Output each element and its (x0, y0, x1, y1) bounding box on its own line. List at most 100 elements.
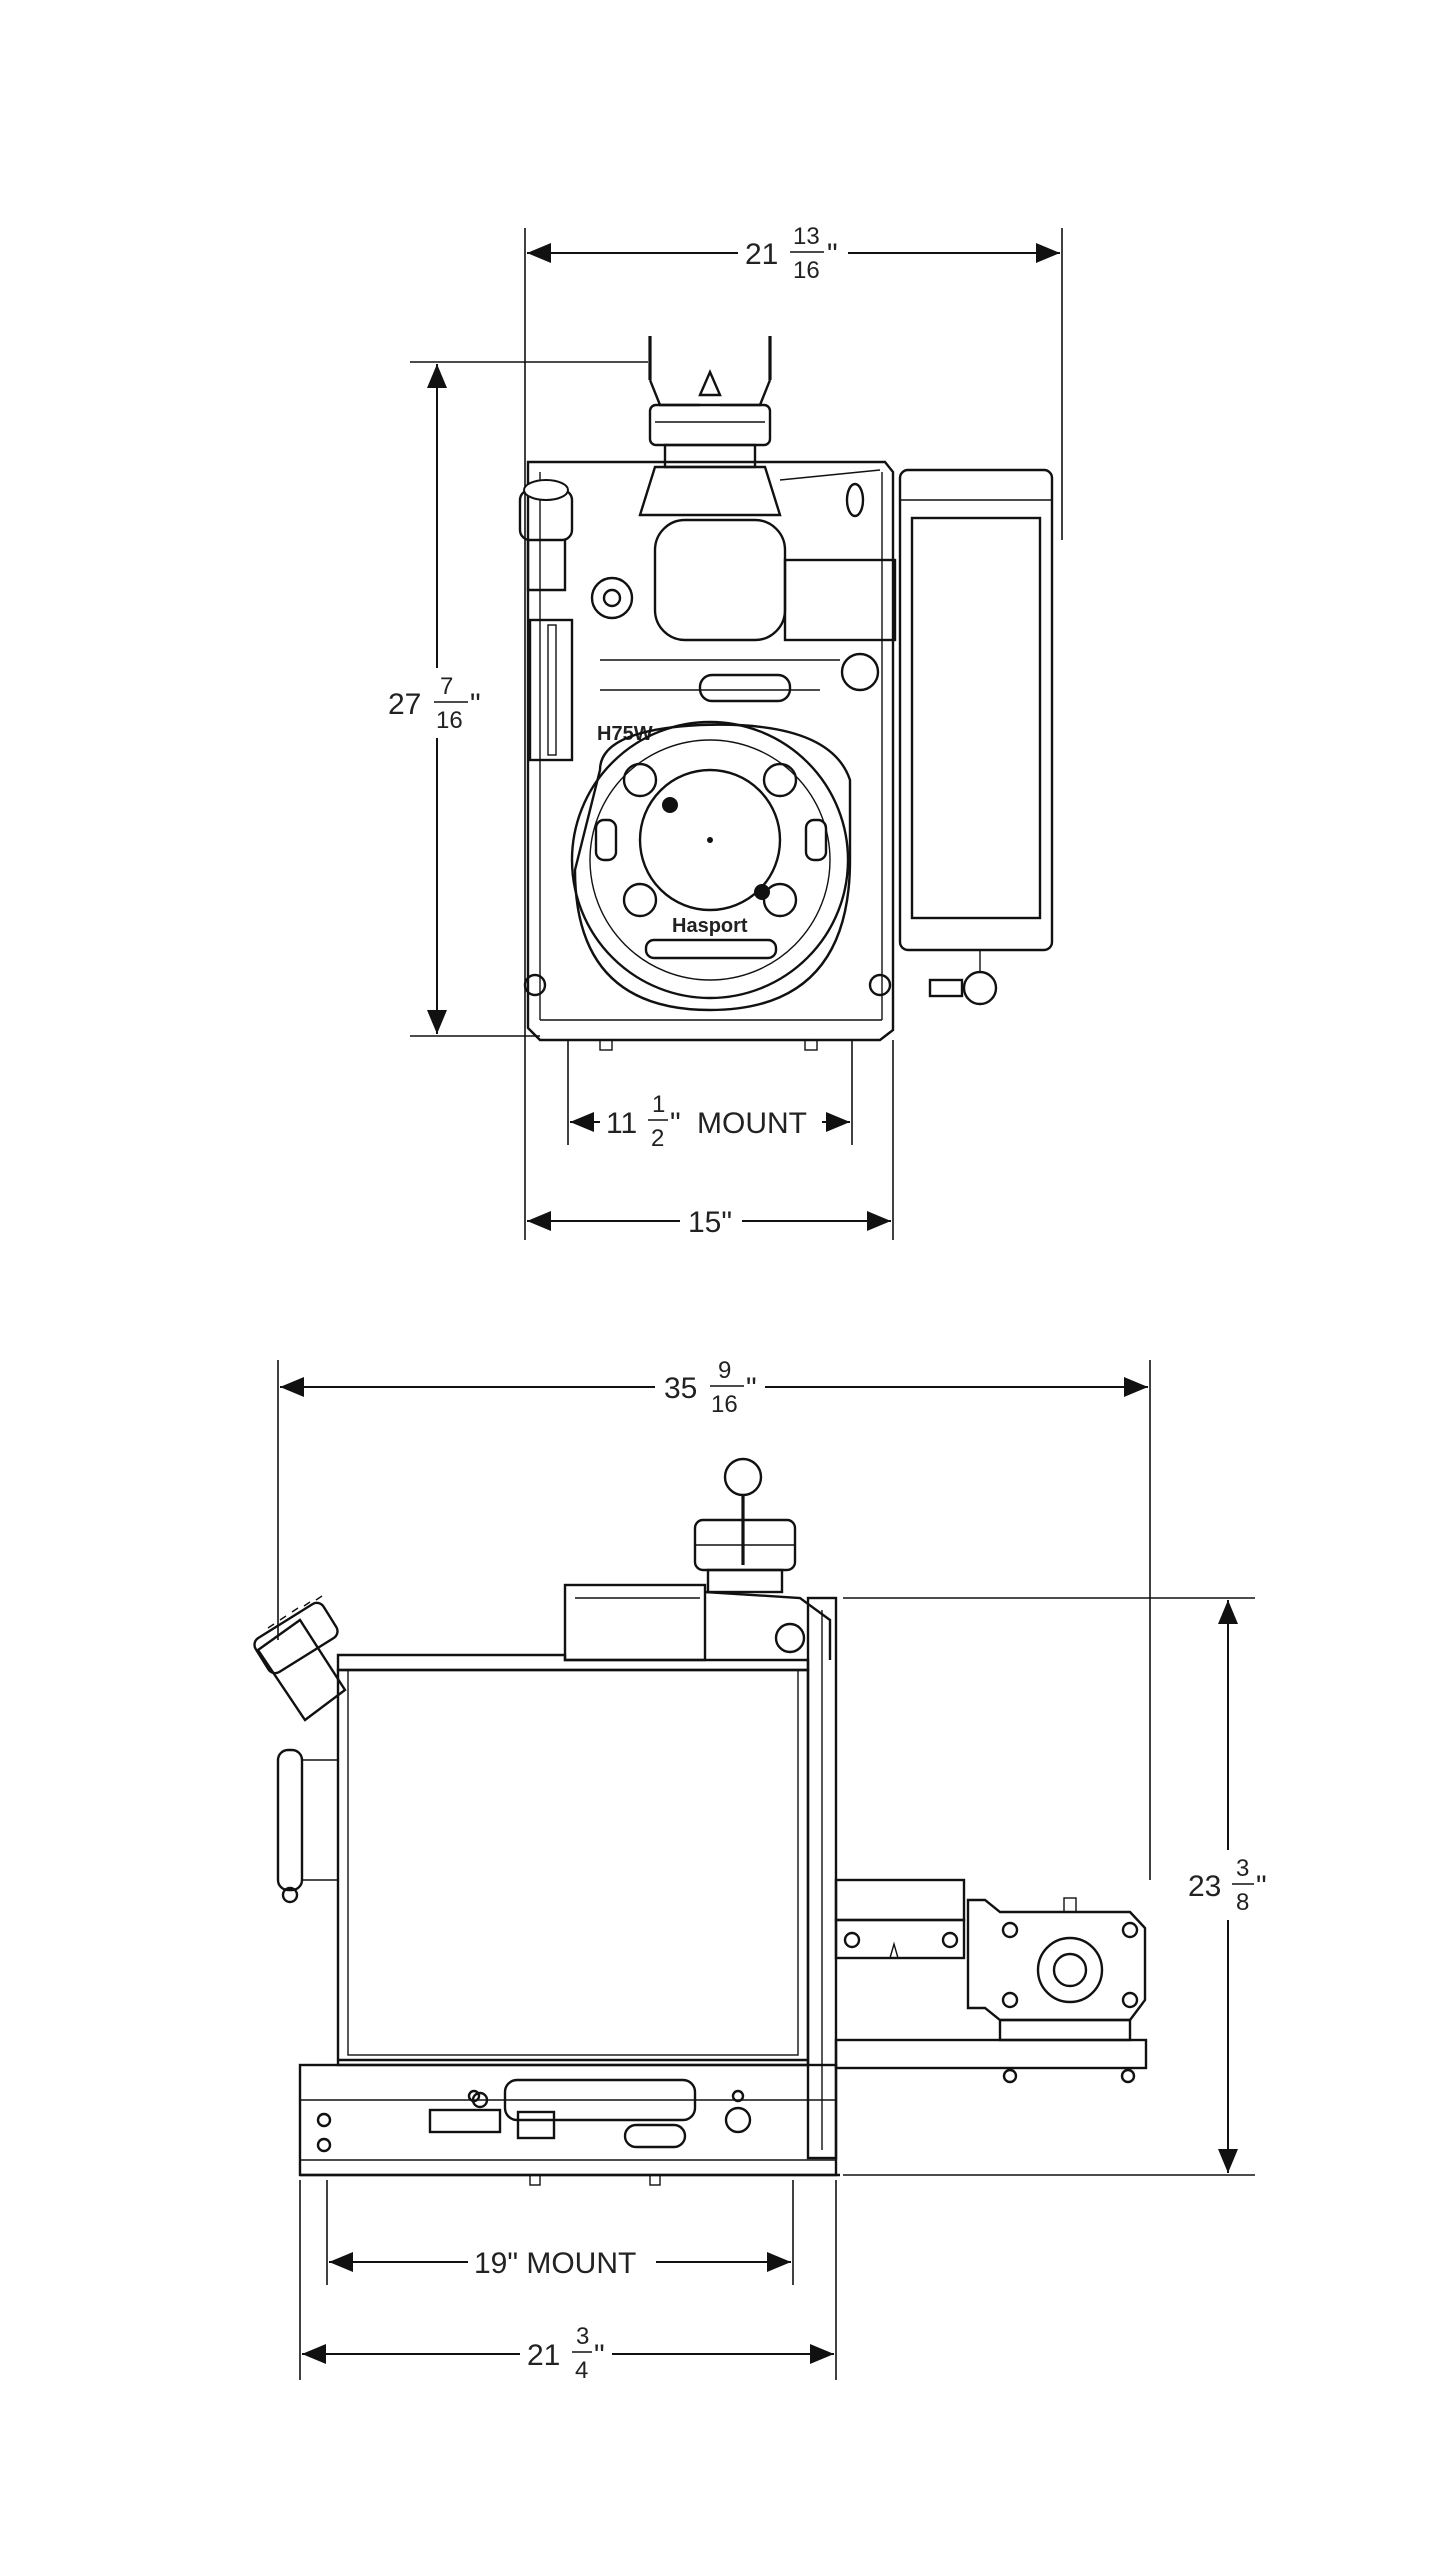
pump-ring-inner (589, 739, 831, 981)
tank-panel (910, 516, 1042, 920)
front-height-unit: " (470, 688, 481, 721)
side-base-num: 3 (576, 2323, 589, 2350)
arm-bolt-icon (941, 1931, 959, 1949)
drain-fitting (928, 978, 964, 998)
model-label: H75W (597, 723, 653, 745)
side-height-num: 3 (1236, 1855, 1249, 1882)
front-height-whole: 27 (388, 688, 421, 721)
foot-bolt-icon (1002, 2068, 1018, 2084)
side-base-unit: " (594, 2339, 605, 2372)
front-mount-dimension: 11 1 2 " MOUNT (570, 1091, 850, 1152)
side-height-dimension: 23 3 8 " (1182, 1600, 1286, 2173)
side-height-unit: " (1256, 1870, 1267, 1903)
front-mount-unit: " (670, 1107, 681, 1140)
front-width-dimension: 21 13 16 " (527, 223, 1060, 284)
arm-bolt-icon (843, 1931, 861, 1949)
port-icon (774, 1622, 806, 1654)
hook-bracket (648, 379, 772, 407)
front-width-unit: " (827, 238, 838, 271)
main-tank (336, 1668, 810, 2067)
foot-icon (649, 2174, 661, 2186)
side-view: 35 9 16 " 23 3 8 " 19" MOUNT 21 (253, 1357, 1286, 2384)
slot-icon (845, 482, 865, 518)
filler-neck (526, 540, 567, 592)
valve-housing (638, 465, 782, 517)
fitting-ring (590, 576, 634, 620)
pump-eye (638, 768, 782, 912)
top-cap (648, 403, 772, 447)
bolt-icon (622, 882, 658, 918)
side-height-whole: 23 (1188, 1870, 1221, 1903)
filler-neck-angled (256, 1618, 347, 1722)
brand-label: Hasport (672, 915, 748, 937)
front-base-dimension: 15" (527, 1206, 891, 1239)
front-mount-whole: 11 (606, 1107, 637, 1140)
side-pump-base (998, 2018, 1132, 2042)
knob-icon (840, 652, 880, 692)
frame-top-strap (779, 469, 881, 481)
side-height-den: 8 (1236, 1889, 1249, 1916)
base-manifold (503, 2078, 697, 2122)
front-view: 21 13 16 " 27 7 16 " 11 1 2 " MOUNT (380, 223, 1063, 1240)
hose-clamp (698, 673, 792, 703)
filler-cap-top (523, 479, 569, 501)
foot-icon (599, 1039, 613, 1051)
cap-knurl (267, 1595, 323, 1629)
extension-arm-top (834, 1878, 966, 1922)
frame-upright (806, 1596, 838, 2160)
valve-body (516, 2110, 556, 2140)
side-mount-dimension: 19" MOUNT (329, 2247, 791, 2280)
foot-bolt-icon (1120, 2068, 1136, 2084)
muffler-block (783, 558, 897, 642)
sight-tube (547, 624, 557, 756)
drain-valve-icon (962, 970, 998, 1006)
pump-volute (573, 723, 852, 1012)
side-pump-port-inner (1052, 1952, 1088, 1988)
side-length-den: 16 (711, 1391, 738, 1418)
front-base-width-label: 15" (688, 1206, 732, 1239)
fitting-core (602, 588, 622, 608)
lifting-ring-icon (723, 1457, 763, 1497)
hook-tip (698, 368, 722, 397)
pump-top-plug (1063, 1897, 1077, 1913)
small-bolt-icon (467, 2089, 481, 2103)
base-extension-rail (834, 2038, 1148, 2070)
front-mount-suffix: MOUNT (697, 1107, 807, 1140)
side-base-dimension: 21 3 4 " (302, 2323, 834, 2384)
drain-port-icon (724, 2106, 752, 2134)
side-length-whole: 35 (664, 1372, 697, 1405)
vane-slot (594, 818, 618, 862)
pump-bolt-icon (1121, 1921, 1139, 1939)
front-height-dimension: 27 7 16 " (380, 364, 492, 1034)
front-width-num: 13 (793, 223, 820, 250)
pump-ring-outer (570, 720, 850, 1000)
side-base-den: 4 (575, 2357, 588, 2384)
engine-cover (704, 1590, 832, 1660)
sight-gauge (528, 618, 574, 762)
extension-arm (834, 1918, 966, 1960)
front-mount-den: 2 (651, 1125, 664, 1152)
bolt-icon (762, 882, 798, 918)
side-length-unit: " (746, 1372, 757, 1405)
grip-slot (644, 938, 778, 960)
front-mount-num: 1 (652, 1091, 665, 1118)
small-bolt-icon (316, 2112, 332, 2128)
gauge-plug-icon (281, 1886, 299, 1904)
engine-housing (653, 518, 787, 642)
arm-notch (889, 1941, 899, 1959)
front-width-whole: 21 (745, 238, 778, 271)
front-machine: H75W Hasport (518, 336, 1054, 1051)
side-base-whole: 21 (527, 2339, 560, 2372)
side-sight-gauge (276, 1748, 304, 1892)
pump-bolt-icon (1001, 1991, 1019, 2009)
front-height-den: 16 (436, 707, 463, 734)
top-valve-neck (706, 1568, 784, 1594)
small-bolt-icon (316, 2137, 332, 2153)
frame-outline (526, 460, 895, 1042)
label-gap (1182, 1854, 1286, 1916)
bolt-icon (622, 762, 658, 798)
vane-slot (804, 818, 828, 862)
tank-top-lip (336, 1653, 810, 1672)
